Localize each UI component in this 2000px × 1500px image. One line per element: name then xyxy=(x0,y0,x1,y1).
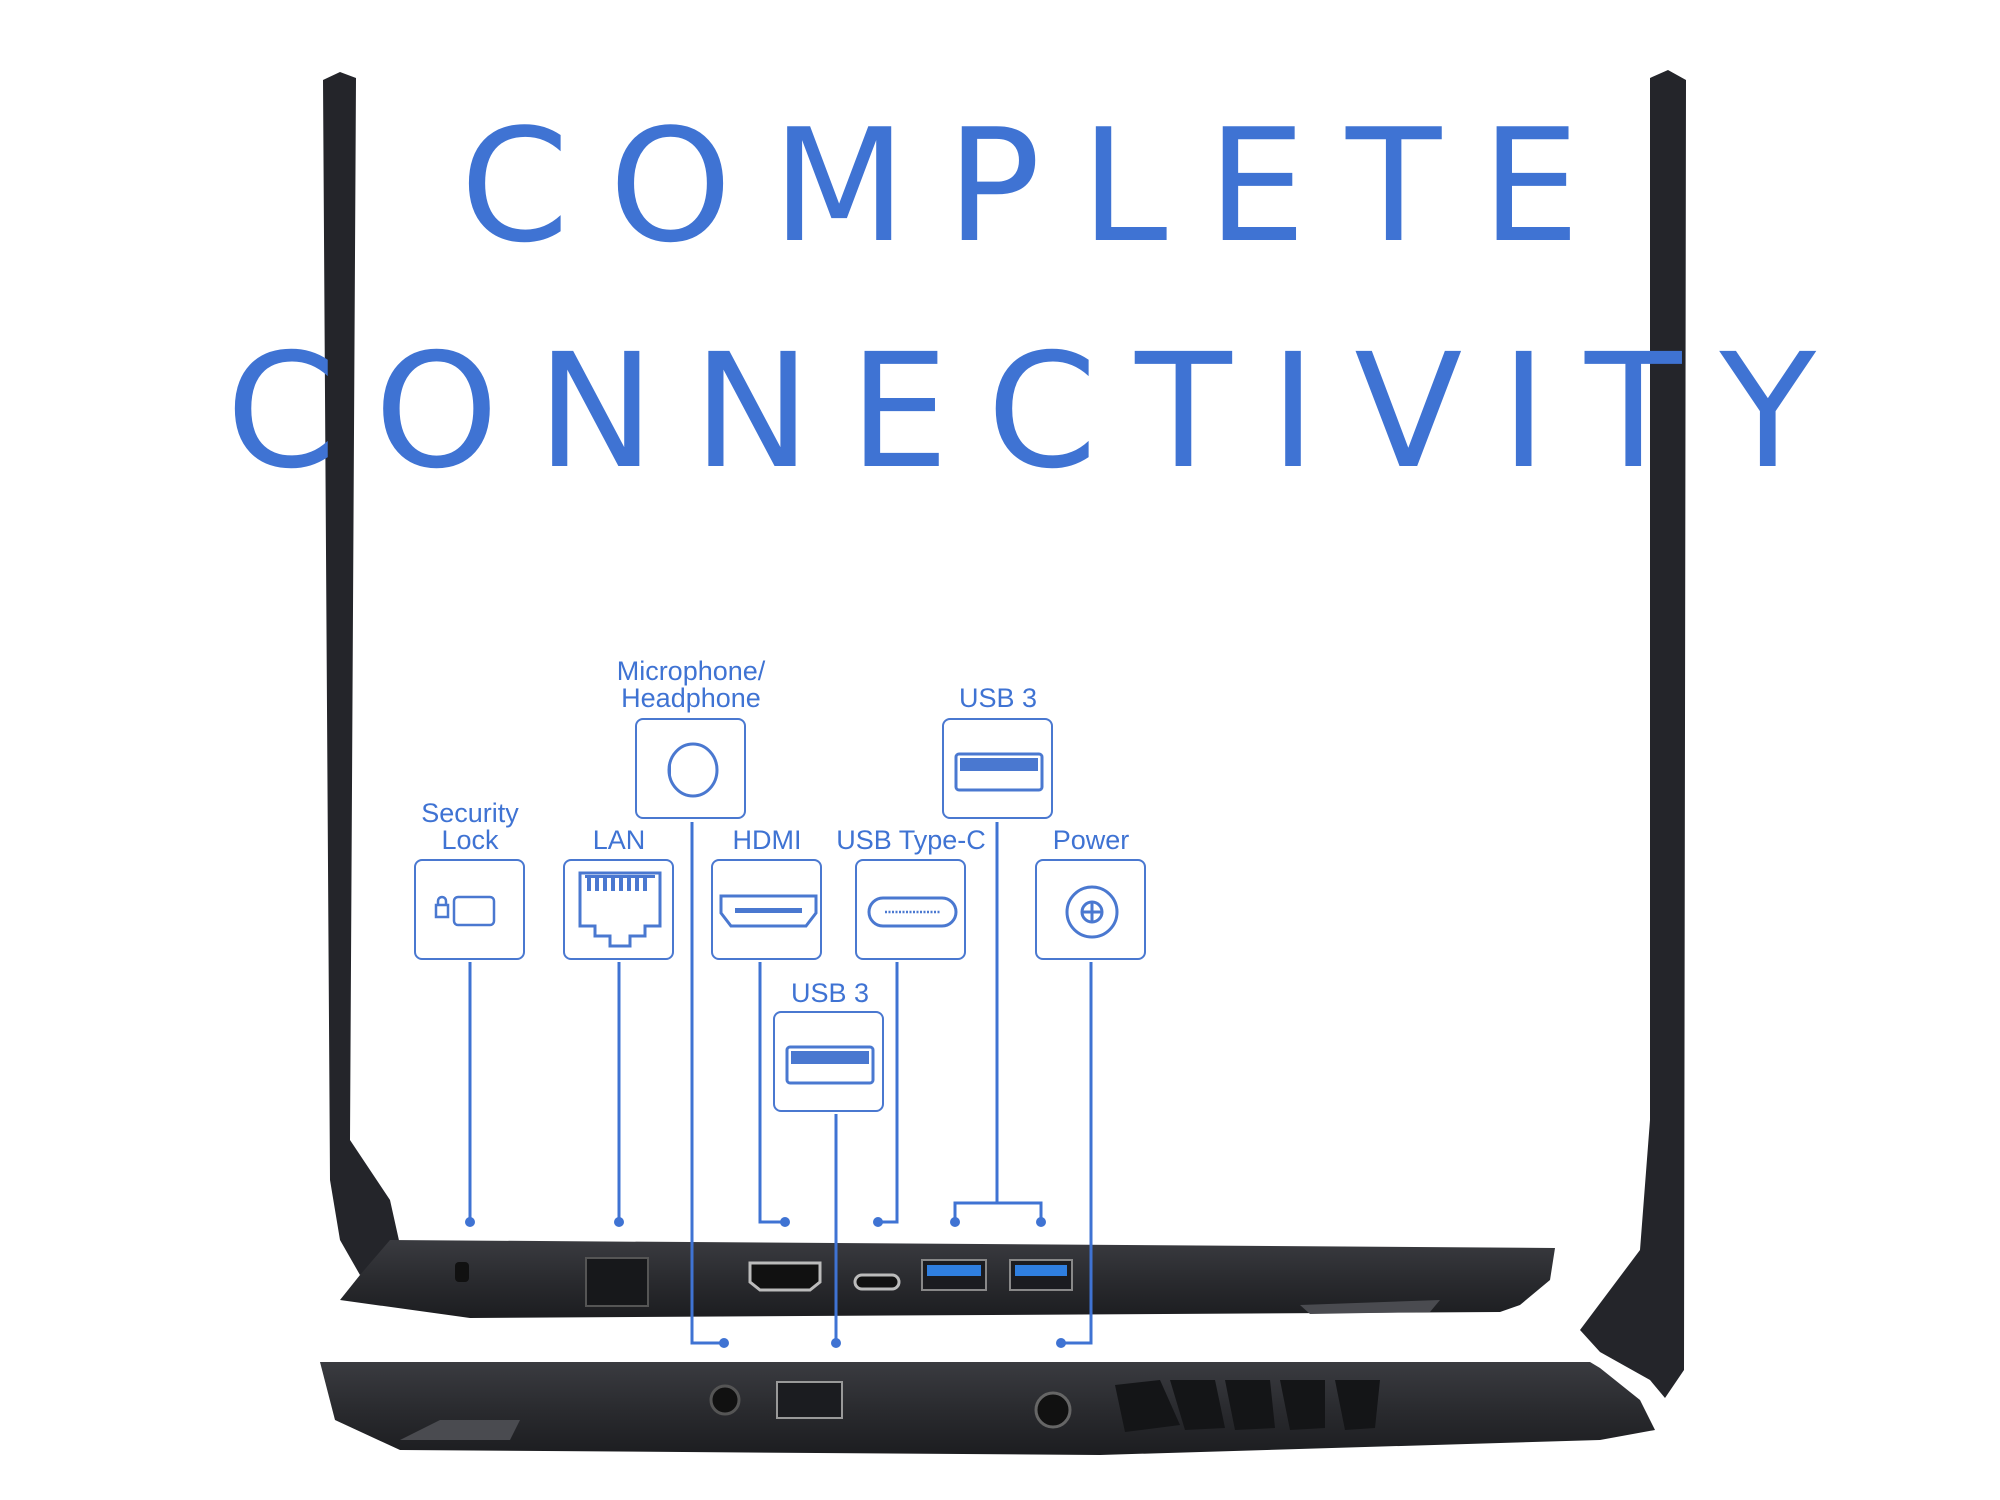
dc-power-jack-icon xyxy=(1065,885,1119,939)
front-vents xyxy=(1115,1380,1380,1432)
hdmi-box xyxy=(711,859,822,960)
connector-lines xyxy=(468,822,1093,1345)
label-line: Security xyxy=(421,798,519,828)
power-label: Power xyxy=(1052,825,1130,855)
usb-type-c-label: USB Type-C xyxy=(836,825,986,855)
hdmi-icon xyxy=(719,894,818,928)
lock-icon xyxy=(434,895,496,927)
power-jack xyxy=(1034,1391,1072,1429)
power-box xyxy=(1035,859,1146,960)
left-screen-bezel xyxy=(323,72,400,1275)
usbc-port xyxy=(853,1273,901,1291)
security-lock-box xyxy=(414,859,525,960)
security-lock-slot xyxy=(455,1262,469,1282)
label-line: Headphone xyxy=(621,683,761,713)
usb-c-icon xyxy=(867,896,958,928)
usb-type-c-box xyxy=(855,859,966,960)
usb3-bottom-box xyxy=(773,1011,884,1112)
usb3-top-label: USB 3 xyxy=(958,683,1038,713)
front-usb3-port xyxy=(776,1381,843,1419)
label-line: Lock xyxy=(441,825,499,855)
label-line: Microphone/ xyxy=(616,656,766,686)
audio-jack xyxy=(709,1384,741,1416)
connector-dots xyxy=(465,1217,1066,1348)
lan-label: LAN xyxy=(592,825,646,855)
usb-a-icon xyxy=(954,752,1044,792)
usb3-top-box xyxy=(942,718,1053,819)
lan-port xyxy=(585,1257,649,1307)
front-body xyxy=(320,1362,1655,1455)
ethernet-port-icon xyxy=(578,871,662,948)
usb3-bottom-label: USB 3 xyxy=(790,978,870,1008)
mic-headphone-box xyxy=(635,718,746,819)
hdmi-label: HDMI xyxy=(732,825,802,855)
lan-box xyxy=(563,859,674,960)
mic-headphone-label: Microphone/Headphone xyxy=(591,658,791,712)
hdmi-port xyxy=(748,1261,822,1292)
audio-jack-icon xyxy=(667,742,719,798)
right-screen-bezel xyxy=(1580,70,1686,1398)
usb-a-icon xyxy=(785,1045,875,1085)
headline-line-1: COMPLETE xyxy=(460,95,1620,277)
headline-line-2: CONNECTIVITY xyxy=(225,320,1855,504)
